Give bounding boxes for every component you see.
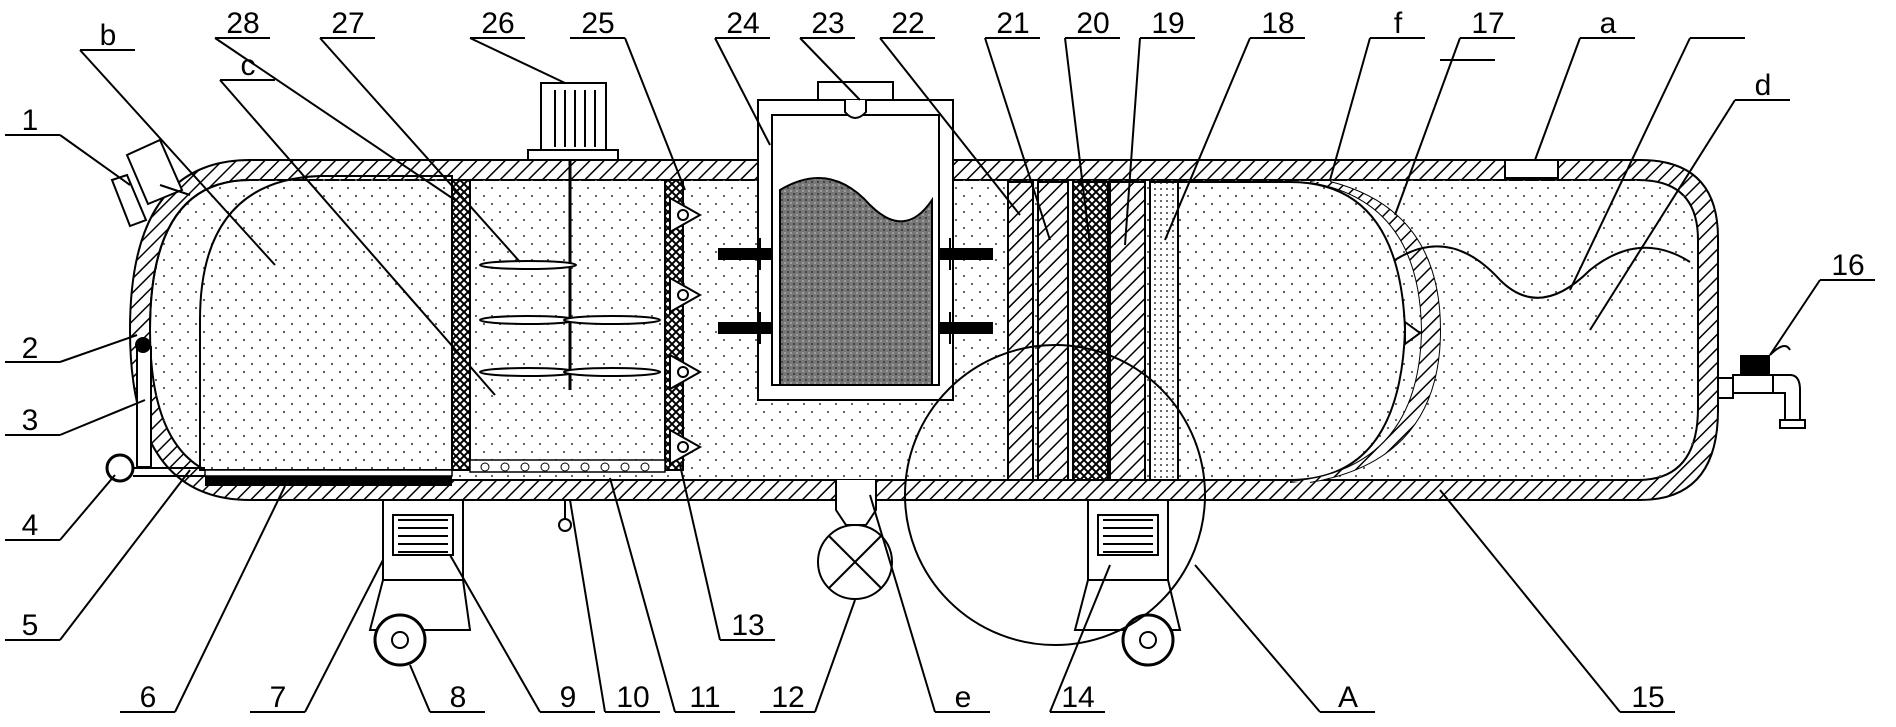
side-door <box>135 337 152 468</box>
chamber-d-liquid <box>1394 159 1691 299</box>
outlet-tap <box>1717 345 1806 429</box>
filter-layers <box>1007 181 1179 481</box>
label-20: 20 <box>1076 7 1109 40</box>
filter-cartridge <box>718 81 993 401</box>
label-10: 10 <box>616 681 649 714</box>
label-18: 18 <box>1261 7 1294 40</box>
label-23: 23 <box>811 7 844 40</box>
left-wheel-assembly <box>368 499 472 667</box>
label-4: 4 <box>22 509 39 542</box>
label-19: 19 <box>1151 7 1184 40</box>
label-14: 14 <box>1061 681 1094 714</box>
detail-circle-A <box>904 344 1206 646</box>
label-a: a <box>1600 7 1617 40</box>
label-9: 9 <box>560 681 577 714</box>
label-b: b <box>100 19 117 52</box>
chamber-b-dome <box>149 179 251 331</box>
label-8: 8 <box>450 681 467 714</box>
label-6: 6 <box>140 681 157 714</box>
label-1: 1 <box>22 104 39 137</box>
label-2: 2 <box>22 332 39 365</box>
mixing-chamber <box>451 82 703 532</box>
chamber-b-wall <box>199 175 453 471</box>
label-11: 11 <box>689 681 720 714</box>
label-5: 5 <box>22 609 39 642</box>
label-21: 21 <box>996 7 1029 40</box>
label-3: 3 <box>22 404 39 437</box>
label-26: 26 <box>481 7 514 40</box>
base-plate <box>205 476 452 486</box>
label-28: 28 <box>226 7 259 40</box>
label-f: f <box>1394 7 1403 40</box>
drain-valve <box>817 480 893 600</box>
label-24: 24 <box>726 7 759 40</box>
chamber-f <box>1177 181 1442 483</box>
label-12: 12 <box>771 681 804 714</box>
label-17: 17 <box>1471 7 1504 40</box>
leader-lines <box>5 37 1875 713</box>
label-13: 13 <box>731 609 764 642</box>
callout-labels: 1 2 3 4 5 6 7 8 9 10 11 12 13 14 15 16 1… <box>22 7 1865 714</box>
label-15: 15 <box>1631 681 1664 714</box>
inlet-valve <box>110 138 191 228</box>
label-25: 25 <box>581 7 614 40</box>
label-22: 22 <box>891 7 924 40</box>
label-27: 27 <box>331 7 364 40</box>
label-d: d <box>1755 69 1772 102</box>
label-e: e <box>955 681 972 714</box>
right-wheel-assembly <box>1073 499 1182 667</box>
label-16: 16 <box>1831 249 1864 282</box>
label-A: A <box>1338 681 1358 714</box>
label-c: c <box>241 49 256 82</box>
label-7: 7 <box>270 681 287 714</box>
